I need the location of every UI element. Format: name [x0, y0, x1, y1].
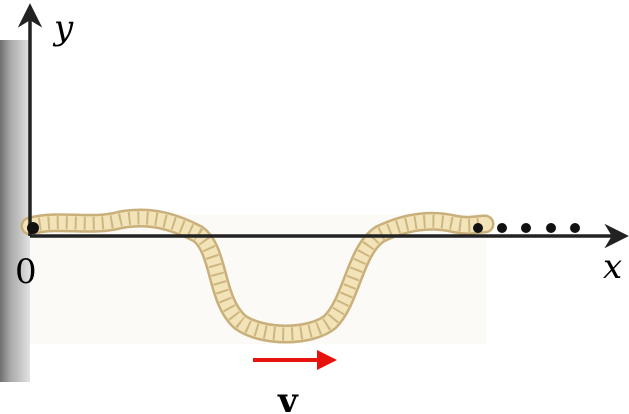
origin-label: 0: [15, 252, 37, 292]
attachment-point: [27, 222, 39, 234]
wall: [0, 40, 30, 382]
x-axis-label: x: [603, 247, 622, 287]
dot: [546, 223, 556, 233]
dot: [473, 223, 483, 233]
dot: [570, 223, 580, 233]
velocity-label: v: [277, 381, 299, 414]
dot: [497, 223, 507, 233]
rope: [20, 208, 495, 344]
rope-twist: [28, 211, 486, 341]
dot: [521, 223, 531, 233]
y-axis-label: y: [52, 8, 74, 48]
continuation-dots: [473, 223, 580, 233]
